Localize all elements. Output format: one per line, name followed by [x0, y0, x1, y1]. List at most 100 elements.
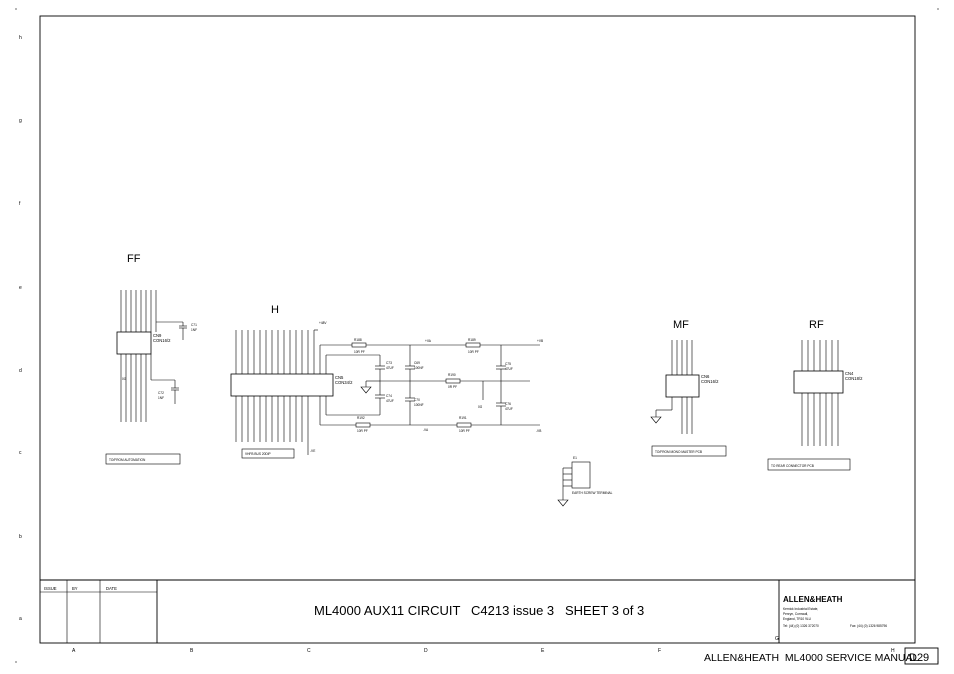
h-c69-val: 100NF: [414, 366, 424, 370]
h-c73-ref: C73: [386, 361, 392, 365]
ff-ic-ref: CN9: [153, 333, 162, 338]
h-r189-ref: R189: [468, 338, 476, 342]
corner-mark: [15, 8, 17, 10]
h-net-va-neg: -VA: [423, 428, 429, 432]
corner-mark: [937, 8, 939, 10]
rf-connector-box: [767, 458, 851, 471]
ff-c72-val: 1NF: [158, 396, 164, 400]
h-gnd-label: 0G: [478, 405, 483, 409]
mf-ic-ref: CN6: [701, 374, 710, 379]
h-ground-icon: [360, 386, 372, 394]
mf-connector-label: TO/FROM MONO MASTER PCB: [655, 450, 702, 454]
drawing-title: ML4000 AUX11 CIRCUIT C4213 issue 3 SHEET…: [314, 603, 644, 618]
h-connector-box: [241, 448, 295, 459]
h-r190-ref: R190: [448, 373, 456, 377]
h-r190: [445, 378, 461, 384]
h-r188: [351, 342, 367, 348]
zone-col-g: G: [775, 636, 779, 642]
drawing-frame: [39, 15, 916, 644]
h-r192-val: 10R PF: [357, 429, 368, 433]
page-number-box: [904, 647, 939, 665]
h-ic-ref: CN5: [335, 375, 344, 380]
zone-col-b: B: [190, 648, 194, 654]
h-c76-ref: C76: [505, 402, 511, 406]
h-pin-wires-bottom: [235, 396, 309, 455]
zone-row-g: g: [19, 118, 22, 124]
h-rail-label-2: -VE: [310, 449, 315, 453]
issue-header: ISSUE: [44, 586, 57, 591]
rf-ic-ref: CN4: [845, 371, 854, 376]
h-connector-label: VHFB BUS 20DIP: [245, 452, 271, 456]
block-ff-label: FF: [127, 253, 141, 265]
ff-ic-body: [116, 331, 152, 355]
brand-logo: ALLEN&HEATH: [783, 595, 843, 604]
zone-row-f: f: [19, 201, 21, 207]
h-c75-ref: C75: [505, 362, 511, 366]
zone-col-c: C: [307, 648, 311, 654]
rf-ic-body: [793, 370, 844, 394]
block-mf-label: MF: [673, 319, 689, 331]
h-net-vb-neg: -VB: [536, 429, 541, 433]
zone-row-c: c: [19, 450, 22, 456]
block-mf: MF CN6 CON16/2 TO/FROM MONO MASTER PCB: [650, 319, 727, 457]
address-line-2: Penryn, Cornwall,: [783, 612, 808, 616]
ff-pin-labels-top: [120, 290, 183, 332]
address-line-1: Kernick Industrial Estate,: [783, 607, 818, 611]
h-c76-val: 47UF: [505, 407, 513, 411]
h-ic-body: [230, 373, 334, 397]
h-net-vb-pos: +VB: [537, 339, 543, 343]
h-c75-val: 47UF: [505, 367, 513, 371]
mf-connector-box: [651, 445, 727, 457]
zone-row-a: a: [19, 616, 22, 622]
e1-label: EARTH SCREW TERMINAL: [572, 491, 613, 495]
address-line-3: England, TR10 9LU: [783, 617, 812, 621]
h-c70-val: 100NF: [414, 403, 424, 407]
zone-col-e: E: [541, 648, 545, 654]
ff-connector-box: [105, 453, 181, 465]
e1-terminal-body: [571, 461, 591, 489]
block-e1: E1 EARTH SCREW TERMINAL: [557, 456, 613, 507]
ff-c72-ref: C72: [158, 391, 164, 395]
e1-ref: E1: [573, 456, 577, 460]
ff-c71-val: 1NF: [191, 328, 197, 332]
h-pin-wires-top: [235, 330, 309, 374]
zone-row-h: h: [19, 35, 22, 41]
h-r192-ref: R192: [357, 416, 365, 420]
ff-ic-part: CON16/2: [153, 338, 171, 343]
zone-col-f: F: [658, 648, 661, 654]
zone-row-d: d: [19, 368, 22, 374]
ff-c71-ref: C71: [191, 323, 197, 327]
h-ic-part: CON34/2: [335, 380, 353, 385]
rf-connector-label: TO REAR CONNECTOR PCB: [771, 464, 814, 468]
zone-col-h: H: [891, 648, 895, 654]
mf-ground-icon: [650, 416, 662, 424]
by-header: BY: [72, 586, 78, 591]
h-c73-val: 47UF: [386, 366, 394, 370]
h-r189: [465, 342, 481, 348]
h-c74-ref: C74: [386, 394, 392, 398]
zone-row-e: e: [19, 285, 22, 291]
block-h: H CN5 CON34/2: [230, 304, 543, 459]
h-c74-val: 47UF: [386, 399, 394, 403]
zone-row-b: b: [19, 534, 22, 540]
h-r190-val: 0R PF: [448, 385, 457, 389]
zone-col-a: A: [72, 648, 76, 654]
block-h-label: H: [271, 304, 279, 316]
h-r192: [355, 422, 371, 428]
date-header: DATE: [106, 586, 117, 591]
block-rf: RF CN4 CON18/2 TO REAR CONNECTOR PCB: [767, 319, 863, 471]
title-block: ISSUE BY DATE ML4000 AUX11 CIRCUIT C4213…: [40, 579, 915, 643]
h-c69-ref: C69: [414, 361, 420, 365]
block-ff: FF CN9 CON16/2 C71 1NF: [105, 253, 197, 465]
h-rail-label: +48V: [319, 321, 327, 325]
h-r191: [456, 422, 472, 428]
h-r189-val: 10R PF: [468, 350, 479, 354]
fax-number: Fax: (44) (0) 1326 985796: [850, 624, 887, 628]
corner-mark: [15, 661, 17, 663]
zone-col-d: D: [424, 648, 428, 654]
mf-ic-part: CON16/2: [701, 379, 719, 384]
h-c70-ref: C70: [414, 398, 420, 402]
h-r191-ref: R191: [459, 416, 467, 420]
e1-ground-icon: [557, 499, 569, 507]
